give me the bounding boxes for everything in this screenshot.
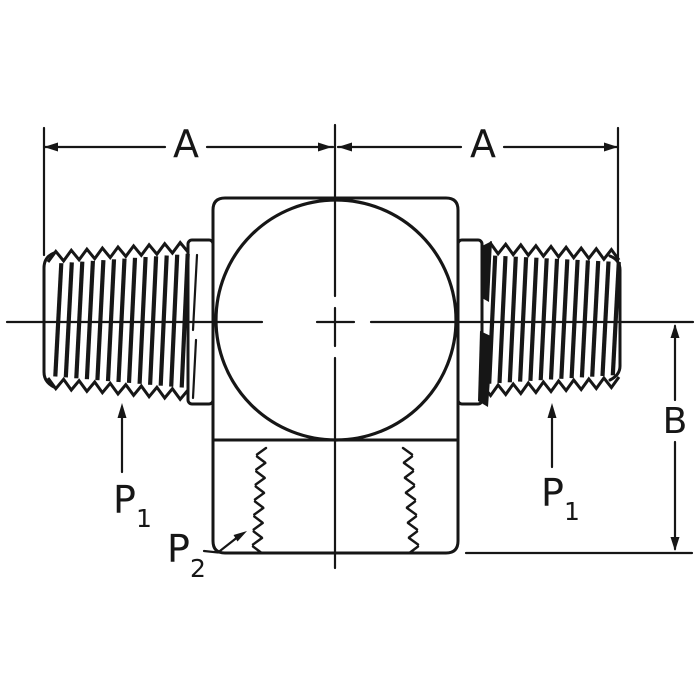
arrowhead-left xyxy=(44,142,58,152)
p1-right-letter: P xyxy=(541,471,564,515)
branch-port-threads xyxy=(251,446,420,554)
thread-hatch-line xyxy=(590,260,601,377)
arrowhead-right xyxy=(318,142,332,152)
male-thread-right xyxy=(478,240,622,407)
p2-subscript: 2 xyxy=(190,554,206,583)
internal-thread-zigzag-right xyxy=(401,446,420,554)
thread-hatch-line xyxy=(600,261,611,377)
thread-hatching-right xyxy=(487,255,621,384)
thread-hatch-line xyxy=(84,260,95,380)
dim-a-right-label: A xyxy=(470,122,496,166)
arrowhead-right xyxy=(604,142,618,152)
leader-line xyxy=(202,534,241,554)
thread-crest-top-right xyxy=(481,240,621,262)
thread-hatch-line xyxy=(148,256,159,385)
thread-hatching-left xyxy=(53,253,190,388)
p1-left-subscript: 1 xyxy=(136,504,152,533)
arrowhead-up-right xyxy=(233,531,247,542)
thread-shadow-upper-right xyxy=(482,241,492,302)
dimension-b: B xyxy=(464,324,694,555)
male-thread-left xyxy=(42,240,190,402)
thread-shadow-lower-right xyxy=(478,331,493,407)
thread-hatch-line xyxy=(74,261,85,379)
thread-crest-top-left xyxy=(46,240,190,264)
thread-hatch-line xyxy=(179,253,190,388)
p1-right-subscript: 1 xyxy=(564,497,580,526)
p1-left-letter: P xyxy=(113,478,136,522)
thread-hatch-line xyxy=(63,262,74,378)
thread-hatch-line xyxy=(507,256,518,383)
internal-thread-zigzag-left xyxy=(251,446,268,554)
arrowhead-up xyxy=(670,324,680,338)
dimension-a-right: A xyxy=(336,122,620,265)
dim-b-label: B xyxy=(663,401,688,442)
label-p1-right: P 1 xyxy=(541,403,580,526)
thread-hatch-line xyxy=(610,261,621,376)
arrowhead-left xyxy=(338,142,352,152)
p2-letter: P xyxy=(167,527,190,571)
thread-crest-bottom-left xyxy=(46,376,190,402)
thread-hatch-line xyxy=(538,258,549,381)
thread-hatch-line xyxy=(126,257,138,384)
thread-hatch-line xyxy=(158,255,169,386)
thread-hatch-line xyxy=(95,259,106,381)
arrowhead-up xyxy=(547,403,557,418)
thread-hatch-line xyxy=(528,257,539,382)
thread-hatch-line xyxy=(53,263,64,377)
thread-crest-bottom-right xyxy=(481,375,621,398)
arrowhead-up xyxy=(117,403,127,418)
thread-hatch-line xyxy=(116,258,127,383)
label-p2-bottom: P 2 xyxy=(167,527,247,583)
thread-hatch-line xyxy=(169,254,180,387)
thread-hatch-line xyxy=(518,257,529,382)
thread-tip-cap-left xyxy=(42,251,56,389)
label-p1-left: P 1 xyxy=(113,403,152,533)
thread-hatch-line xyxy=(548,258,560,380)
thread-hatch-line xyxy=(559,259,570,379)
thread-hatch-line xyxy=(137,256,148,384)
centerlines xyxy=(5,123,695,570)
arrowhead-down xyxy=(670,537,680,551)
dimension-a-left: A xyxy=(42,122,335,257)
thread-tip-cap-right xyxy=(608,254,622,382)
thread-hatch-line xyxy=(497,256,508,384)
thread-hatch-line xyxy=(105,259,117,382)
thread-hatch-line xyxy=(579,260,590,378)
left-collar-detail-lines xyxy=(191,253,199,400)
dim-a-left-label: A xyxy=(173,122,199,166)
thread-hatch-line xyxy=(569,259,580,379)
